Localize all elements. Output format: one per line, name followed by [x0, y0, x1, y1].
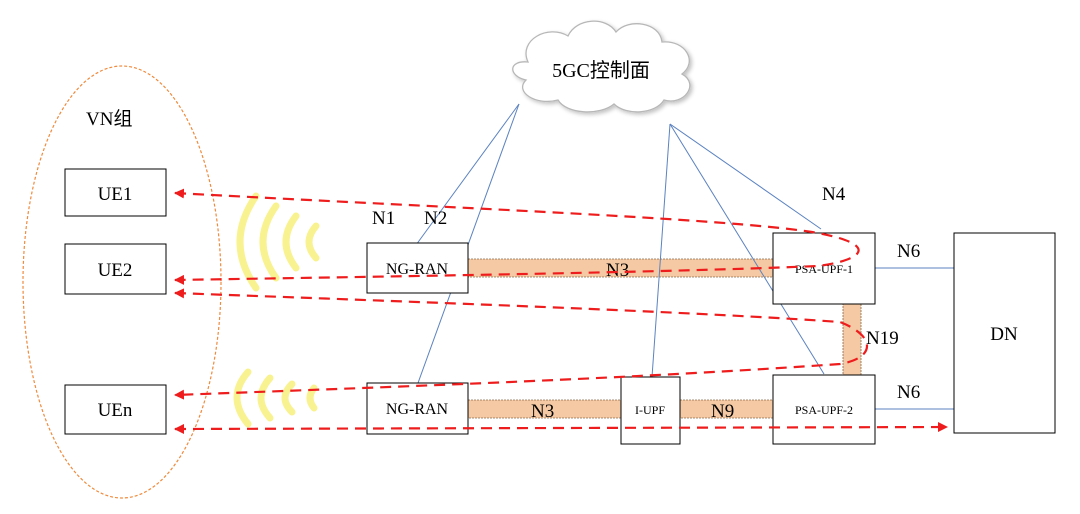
ue1-node: UE1	[64, 168, 167, 217]
path-uen-dn	[174, 422, 948, 434]
n6-top-label: N6	[897, 241, 920, 262]
vn-group-label: VN组	[86, 108, 132, 130]
n19-tunnel	[842, 303, 862, 376]
dn-label: DN	[990, 324, 1018, 345]
ue2-label: UE2	[98, 260, 133, 281]
n3-top-label: N3	[606, 260, 629, 281]
ng-ran-bottom-node: NG-RAN	[366, 382, 469, 435]
psa-upf-2-node: PSA-UPF-2	[772, 374, 876, 445]
psa-upf-1-node: PSA-UPF-1	[772, 232, 876, 305]
psa-upf-2-label: PSA-UPF-2	[795, 403, 853, 417]
n9-label: N9	[711, 401, 734, 422]
n6-bottom-label: N6	[897, 382, 920, 403]
uen-node: UEn	[64, 384, 167, 435]
i-upf-node: I-UPF	[620, 376, 681, 445]
path-ue2-n19-uen	[174, 288, 869, 400]
cloud-label: 5GC控制面	[552, 59, 650, 82]
radio-waves-upper-icon	[236, 192, 320, 292]
n1-label: N1	[372, 208, 395, 229]
n3-bottom-label: N3	[531, 401, 554, 422]
i-upf-label: I-UPF	[635, 403, 665, 417]
traffic-paths	[174, 188, 948, 434]
ng-ran-top-label: NG-RAN	[386, 261, 449, 278]
n4-label: N4	[822, 184, 846, 205]
n2-label: N2	[424, 208, 447, 229]
vn-group-boundary	[22, 65, 222, 499]
n19-label: N19	[866, 328, 899, 349]
ue1-label: UE1	[98, 184, 133, 205]
ng-ran-top-node: NG-RAN	[366, 242, 469, 294]
ue2-node: UE2	[64, 243, 167, 295]
path-ue1-psa1-ue2	[174, 188, 860, 285]
uen-label: UEn	[98, 400, 133, 421]
5gc-control-plane-cloud	[512, 20, 691, 113]
ng-ran-bottom-label: NG-RAN	[386, 401, 449, 418]
radio-waves-lower-icon	[233, 368, 318, 428]
dn-node: DN	[953, 232, 1056, 434]
